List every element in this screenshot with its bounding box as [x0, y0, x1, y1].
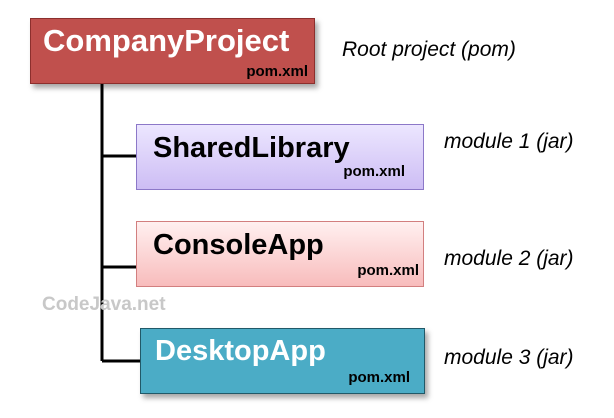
module-2-name: ConsoleApp [153, 229, 324, 261]
module-3-pom-label: pom.xml [348, 369, 410, 386]
module-3-box: DesktopApp pom.xml [140, 328, 425, 394]
module-3-description: module 3 (jar) [444, 346, 574, 369]
module-2-pom-label: pom.xml [357, 262, 419, 279]
module-2-box: ConsoleApp pom.xml [136, 221, 424, 287]
root-project-name: CompanyProject [43, 23, 290, 58]
root-project-box: CompanyProject pom.xml [30, 18, 315, 84]
module-3-name: DesktopApp [155, 335, 326, 367]
watermark: CodeJava.net [42, 294, 166, 315]
module-2-description: module 2 (jar) [444, 247, 574, 270]
root-pom-label: pom.xml [246, 63, 308, 80]
module-1-name: SharedLibrary [153, 132, 350, 164]
module-1-box: SharedLibrary pom.xml [136, 124, 424, 190]
module-1-pom-label: pom.xml [343, 163, 405, 180]
module-1-description: module 1 (jar) [444, 130, 574, 153]
root-project-description: Root project (pom) [342, 38, 516, 61]
